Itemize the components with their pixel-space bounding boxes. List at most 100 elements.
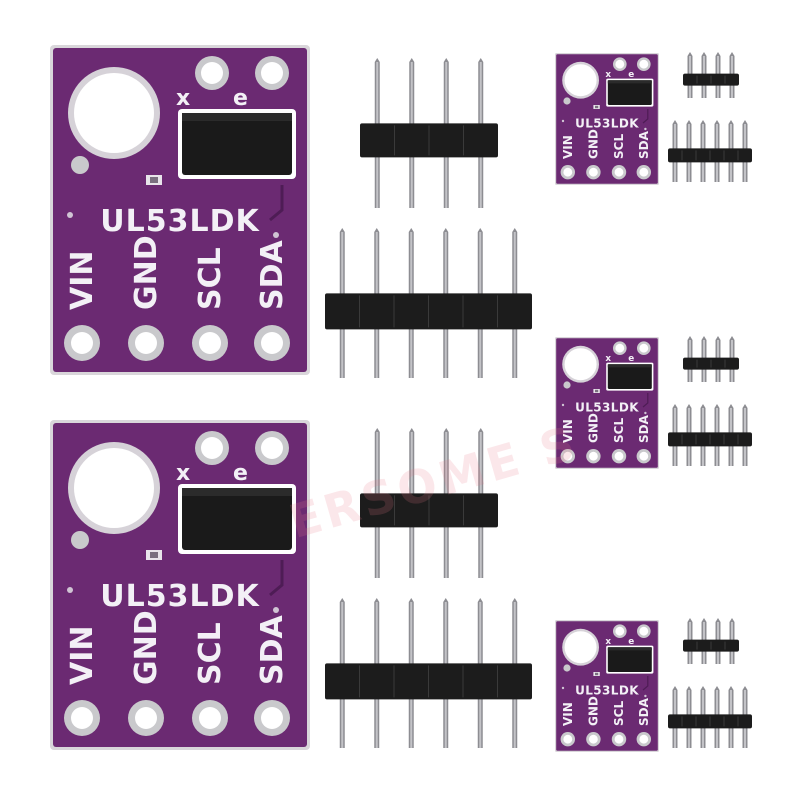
via: [67, 212, 73, 218]
header-pin-tip: [687, 52, 693, 56]
small-pad: [563, 381, 571, 389]
marking-e: e: [233, 461, 248, 486]
marking-x: x: [176, 86, 190, 111]
trace: [269, 185, 284, 222]
header-pin-tip: [374, 58, 380, 62]
header-pin-tip: [477, 598, 483, 602]
chip-highlight: [607, 80, 652, 84]
pin-pad-hole: [563, 167, 573, 177]
pin-pad-hole: [589, 734, 598, 744]
header-pin-tip: [374, 598, 380, 602]
board-label-text: UL53LDK: [575, 116, 639, 130]
header-pin-tip: [700, 686, 706, 690]
header-pin-tip: [478, 58, 484, 62]
pin-header-1: [360, 58, 498, 208]
header-pin-tip: [443, 428, 449, 432]
header-pin-tip: [728, 120, 734, 124]
pin-label-sda: SDA: [637, 697, 651, 726]
header-pin-tip: [700, 120, 706, 124]
pin-label-gnd: GND: [129, 235, 164, 310]
mounting-hole: [74, 448, 154, 528]
pin-header-7: [683, 336, 739, 382]
mounting-hole: [74, 73, 154, 153]
header-pin-tip: [742, 404, 748, 408]
pin-pad-hole: [71, 707, 93, 729]
pin-pad-hole: [261, 332, 283, 354]
top-pad-hole: [639, 59, 649, 69]
header-pin-tip: [715, 618, 721, 622]
top-pad-hole: [261, 62, 283, 84]
header-pin-tip: [512, 598, 518, 602]
marking-e: e: [628, 637, 634, 647]
via: [644, 694, 647, 698]
pin-label-vin: VIN: [65, 251, 100, 311]
header-pin-tip: [443, 58, 449, 62]
board-label-text: UL53LDK: [100, 204, 260, 239]
trace: [642, 393, 649, 408]
header-pin-tip: [728, 404, 734, 408]
via: [561, 686, 565, 690]
header-pin-tip: [687, 618, 693, 622]
pin-header-2: [325, 228, 532, 378]
sensor-chip: [607, 647, 652, 672]
pin-pad-hole: [614, 451, 624, 461]
capacitor-body: [150, 552, 158, 558]
marking-x: x: [605, 70, 611, 80]
sensor-chip: [607, 364, 652, 389]
header-pin-tip: [672, 686, 678, 690]
board-label-text: UL53LDK: [575, 400, 639, 414]
mounting-hole: [564, 631, 597, 664]
header-pin-tip: [512, 228, 518, 232]
pin-label-vin: VIN: [561, 419, 575, 443]
pin-pad-hole: [639, 167, 649, 177]
pin-header-4: [325, 598, 532, 748]
capacitor-body: [595, 389, 599, 393]
sensor-chip: [607, 80, 652, 105]
via: [644, 127, 647, 131]
pin-label-sda: SDA: [255, 239, 290, 310]
pin-label-sda: SDA: [255, 614, 290, 685]
trace: [642, 676, 649, 691]
pin-header-3: [360, 428, 498, 578]
pin-pad-hole: [589, 167, 598, 177]
header-pin-tip: [374, 428, 380, 432]
capacitor-body: [595, 672, 599, 676]
marking-e: e: [628, 354, 634, 364]
header-pin-tip: [714, 404, 720, 408]
header-pin-tip: [443, 598, 449, 602]
pin-label-sda: SDA: [637, 130, 651, 159]
pin-pad-hole: [261, 707, 283, 729]
board-label-text: UL53LDK: [100, 579, 260, 614]
header-pin-tip: [715, 336, 721, 340]
pin-pad-hole: [563, 734, 573, 744]
top-pad-hole: [615, 626, 625, 636]
pin-label-vin: VIN: [561, 135, 575, 159]
via: [67, 587, 73, 593]
header-pin-tip: [701, 52, 707, 56]
header-pin-tip: [686, 404, 692, 408]
header-pin-tip: [729, 52, 735, 56]
header-pin-tip: [714, 686, 720, 690]
pin-pad-hole: [589, 451, 598, 461]
chip-highlight: [182, 113, 292, 121]
sensor-chip: [182, 113, 292, 175]
chip-highlight: [607, 647, 652, 651]
pin-label-vin: VIN: [561, 702, 575, 726]
pin-pad-hole: [614, 734, 624, 744]
pin-header-5: [683, 52, 739, 98]
via: [561, 119, 565, 123]
pin-pad-hole: [639, 451, 649, 461]
via: [561, 403, 565, 407]
header-pin-tip: [714, 120, 720, 124]
header-pin-tip: [701, 336, 707, 340]
header-pin-tip: [742, 120, 748, 124]
capacitor-body: [150, 177, 158, 183]
top-pad-hole: [639, 343, 649, 353]
small-pad: [71, 156, 89, 174]
via: [273, 607, 279, 613]
